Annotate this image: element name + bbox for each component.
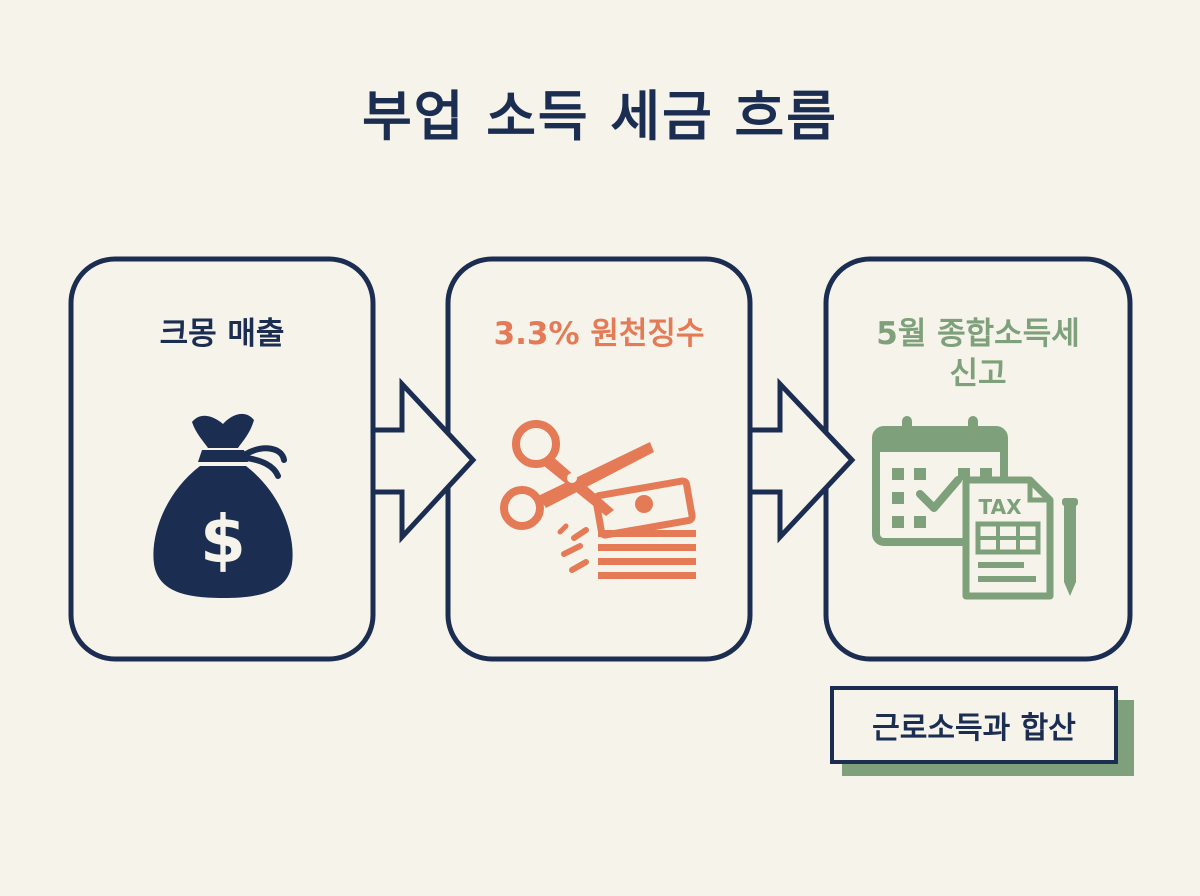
flow-arrow-1 [370,377,477,544]
tax-form-label: TAX [979,495,1023,519]
step-label-sales: 크몽 매출 [159,316,285,352]
step-label-tax-filing: 5월 종합소득세 신고 [876,316,1080,392]
calendar-tax-icon: TAX [872,416,1078,600]
scissors-cash-icon [500,420,696,579]
note-text: 근로소득과 합산 [872,711,1076,746]
flow-arrow-2 [747,377,856,544]
dollar-sign: $ [200,501,246,578]
step-label-withholding: 3.3% 원천징수 [493,316,705,352]
page-title: 부업 소득 세금 흐름 [362,85,838,148]
note-merge-income: 근로소득과 합산 [830,686,1118,764]
money-bag-icon: $ [153,413,293,598]
cash-stack [592,477,696,579]
